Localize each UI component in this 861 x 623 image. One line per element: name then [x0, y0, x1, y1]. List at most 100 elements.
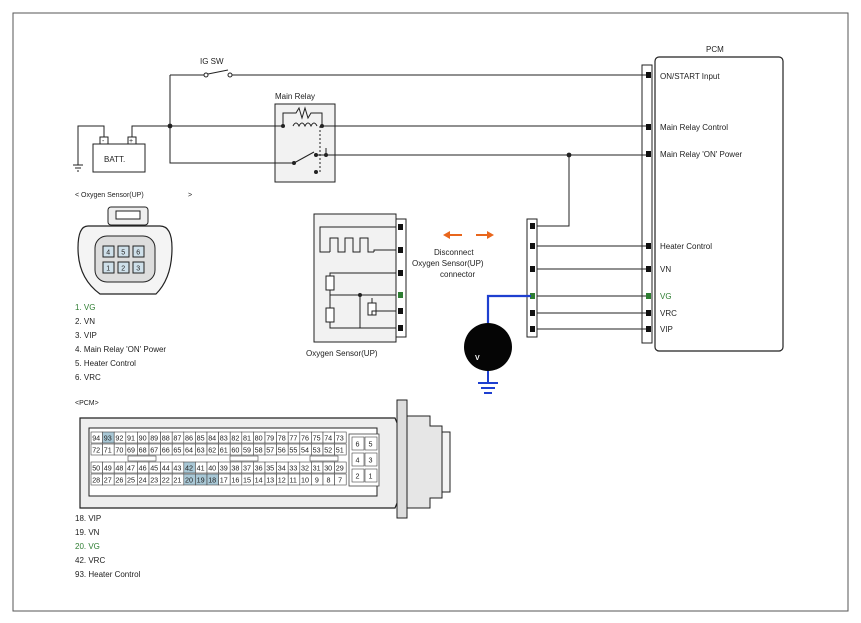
pcm-terminal-vip: VIP [660, 325, 673, 334]
pcm-key-slot [127, 455, 157, 462]
o2-pin-cell [132, 261, 145, 274]
pcm-pin-number: 10 [301, 476, 309, 485]
o2-pin-number: 6 [136, 250, 140, 257]
pcm-pin-legend-item: 42. VRC [75, 556, 105, 565]
o2-pin-cell [132, 245, 145, 258]
o2-sensor-box-label: Oxygen Sensor(UP) [306, 349, 378, 358]
pcm-pin-cell [334, 431, 347, 444]
o2-pin-legend-item: 1. VG [75, 303, 95, 312]
pcm-pin-number: 38 [231, 464, 239, 473]
disconnect-arrows [443, 231, 494, 239]
pcm-pin-number: 35 [266, 464, 274, 473]
pcm-pin-number: 80 [255, 434, 263, 443]
pcm-terminal-heater-control: Heater Control [660, 242, 712, 251]
pcm-pin-number: 57 [266, 446, 274, 455]
pcm-side-pin-number: 1 [369, 472, 373, 481]
pcm-terminal-main-relay-control: Main Relay Control [660, 123, 728, 132]
o2-pin-legend-item: 3. VIP [75, 331, 97, 340]
pcm-pin-number: 27 [104, 476, 112, 485]
pcm-pin-number: 31 [313, 464, 321, 473]
pcm-pin-number: 34 [278, 464, 286, 473]
disconnect-note-line1: Disconnect [434, 248, 474, 257]
pcm-pin-number: 42 [185, 464, 193, 473]
o2-pin-legend-item: 5. Heater Control [75, 359, 136, 368]
pcm-pin-legend-item: 20. VG [75, 542, 100, 551]
o2-pin-legend-item: 2. VN [75, 317, 95, 326]
pcm-pin-number: 67 [150, 446, 158, 455]
pcm-pin-number: 7 [338, 476, 342, 485]
o2-pin-legend-item: 4. Main Relay 'ON' Power [75, 345, 166, 354]
pcm-pin-number: 59 [243, 446, 251, 455]
pcm-pin-number: 32 [301, 464, 309, 473]
pcm-connector-title: <PCM> [75, 400, 99, 407]
o2-pin-cell [102, 245, 115, 258]
pcm-pin-number: 14 [255, 476, 263, 485]
pcm-pin-number: 24 [139, 476, 147, 485]
pcm-pin-number: 45 [150, 464, 158, 473]
pcm-pin-number: 50 [92, 464, 100, 473]
pcm-pin-number: 9 [315, 476, 319, 485]
pcm-pin-number: 21 [173, 476, 181, 485]
pcm-pin-number: 28 [92, 476, 100, 485]
pcm-pin-number: 49 [104, 464, 112, 473]
ig-sw-label: IG SW [200, 57, 224, 66]
pcm-title: PCM [706, 45, 724, 54]
o2-pin-number: 5 [121, 250, 125, 257]
pcm-pin-number: 17 [220, 476, 228, 485]
pcm-pin-number: 64 [185, 446, 193, 455]
o2-pin-legend-item: 6. VRC [75, 373, 101, 382]
main-relay-box [274, 103, 336, 183]
battery-label: BATT. [104, 155, 125, 164]
pcm-pin-number: 75 [313, 434, 321, 443]
pcm-terminal-main-relay-on-power: Main Relay 'ON' Power [660, 150, 743, 159]
pcm-side-pin-number: 2 [356, 472, 360, 481]
pcm-pin-number: 66 [162, 446, 170, 455]
harness-pins [530, 223, 535, 332]
pcm-pin-number: 73 [336, 434, 344, 443]
pcm-pin-number: 18 [208, 476, 216, 485]
pcm-pin-number: 88 [162, 434, 170, 443]
o2-pin-cell [117, 261, 130, 274]
pcm-pin-number: 55 [289, 446, 297, 455]
pcm-pin-number: 82 [231, 434, 239, 443]
pcm-pin-number: 63 [197, 446, 205, 455]
o2-sensor-connector [395, 218, 407, 338]
harness-connector [526, 218, 538, 338]
pcm-pin-number: 72 [92, 446, 100, 455]
pcm-key-slot [309, 455, 339, 462]
pcm-pin-number: 20 [185, 476, 193, 485]
pcm-pin-number: 83 [220, 434, 228, 443]
pcm-pin-number: 79 [266, 434, 274, 443]
pcm-pin-number: 81 [243, 434, 251, 443]
o2-pin-number: 3 [136, 266, 140, 273]
battery-plus: + [129, 138, 133, 145]
pcm-pin-legend-item: 19. VN [75, 528, 100, 537]
pcm-pin-legend-item: 18. VIP [75, 514, 101, 523]
pcm-side-pin-cell [364, 436, 378, 451]
pcm-box [654, 56, 784, 352]
pcm-pin-number: 60 [231, 446, 239, 455]
pcm-side-pin-cell [351, 436, 365, 451]
pcm-pin-number: 76 [301, 434, 309, 443]
diagram-frame [12, 12, 849, 612]
pcm-pin-number: 15 [243, 476, 251, 485]
pcm-pin-number: 87 [173, 434, 181, 443]
pcm-pin-number: 78 [278, 434, 286, 443]
battery-minus: - [102, 138, 105, 145]
pcm-pin-number: 19 [197, 476, 205, 485]
battery: - + BATT. [92, 136, 146, 173]
pcm-pin-number: 36 [255, 464, 263, 473]
pcm-pin-number: 92 [115, 434, 123, 443]
pcm-pins [646, 72, 651, 332]
pcm-pin-cell [334, 443, 347, 456]
o2-connector-title: < Oxygen Sensor(UP) [75, 192, 144, 199]
heater-element [329, 237, 374, 253]
pcm-pin-number: 56 [278, 446, 286, 455]
pcm-pin-number: 33 [289, 464, 297, 473]
pcm-pin-number: 46 [139, 464, 147, 473]
pcm-pin-number: 52 [324, 446, 332, 455]
pcm-pin-number: 44 [162, 464, 170, 473]
